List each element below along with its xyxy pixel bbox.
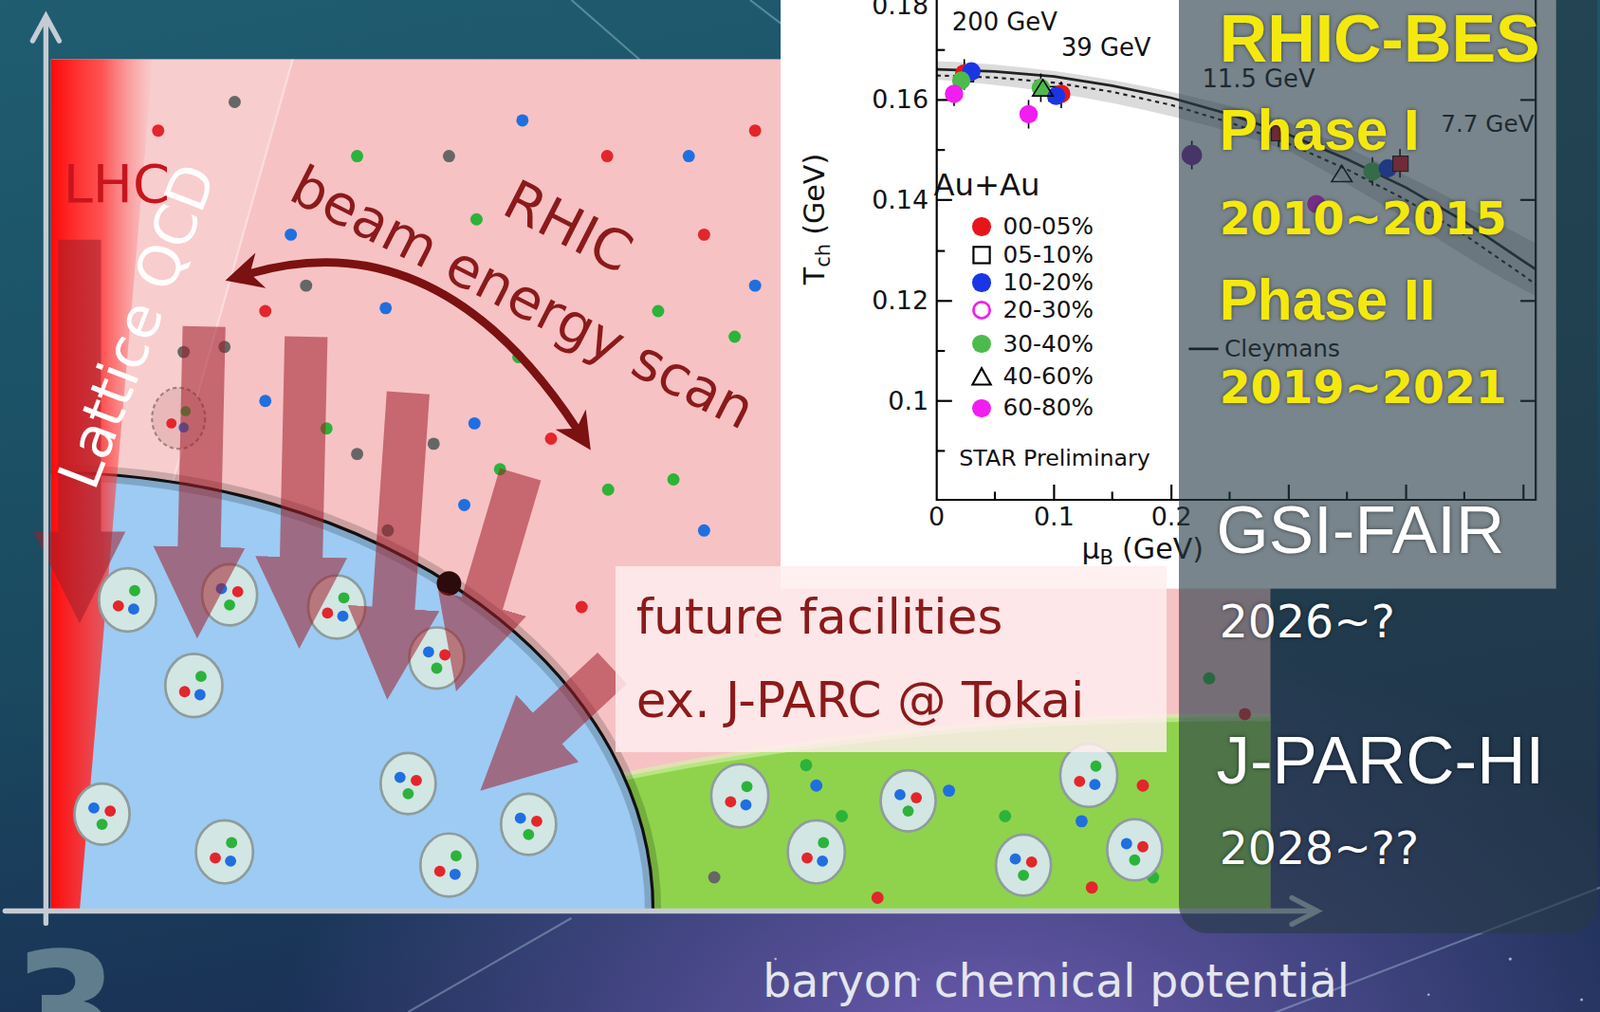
label: STAR Preliminary	[958, 446, 1150, 473]
callout-text: ex. J-PARC @ Tokai	[636, 659, 1086, 743]
legend-text: 05-10%	[1003, 241, 1094, 269]
panel-text: 2019~2021	[1219, 362, 1508, 414]
callout-text: future facilities	[636, 575, 1004, 660]
panel-text: Phase II	[1219, 268, 1436, 334]
panel-text: RHIC-BES	[1219, 0, 1541, 77]
label: 0	[928, 502, 945, 533]
label: 0.1	[887, 386, 929, 416]
axis-title: Tch (GeV)	[797, 153, 836, 285]
axis-title-part: T	[797, 267, 831, 285]
legend-text: 10-20%	[1003, 269, 1094, 296]
label: 0.16	[871, 85, 929, 115]
label: 39 GeV	[1061, 34, 1152, 63]
label: 0.1	[1033, 502, 1075, 533]
panel-text: GSI-FAIR	[1215, 492, 1505, 571]
legend-text: 40-60%	[1003, 363, 1094, 390]
label: Au+Au	[933, 167, 1040, 203]
panel-text: 2026~?	[1219, 596, 1396, 648]
legend-text: 00-05%	[1003, 213, 1094, 240]
label: 0.18	[871, 0, 929, 21]
axis-title-part: μ	[1081, 532, 1100, 566]
label: 0.12	[871, 286, 929, 316]
critical-point	[436, 570, 461, 596]
axis-subscript: ch	[810, 243, 835, 268]
label: 3	[12, 921, 119, 1012]
callout-box: future facilitiesex. J-PARC @ Tokai	[615, 566, 1167, 753]
legend-text: 60-80%	[1003, 394, 1094, 422]
panel-text: 2010~2015	[1219, 193, 1508, 245]
legend-text: 30-40%	[1003, 330, 1094, 357]
legend-swatch	[972, 334, 991, 353]
label: 200 GeV	[952, 8, 1058, 37]
panel-text: J-PARC-HI	[1215, 721, 1545, 800]
legend-text: 20-30%	[1003, 296, 1094, 324]
label: 0.14	[871, 184, 929, 215]
legend-swatch	[972, 273, 991, 292]
timeline-panel: RHIC-BES Phase I 2010~2015Phase II 2019~202…	[1178, 0, 1598, 934]
panel-text: Phase I	[1219, 97, 1420, 164]
panel-text: 2028~??	[1219, 823, 1419, 875]
axis-title-part: (GeV)	[797, 153, 831, 236]
legend-swatch	[972, 399, 991, 418]
legend-swatch	[972, 217, 991, 236]
label: baryon chemical potential	[762, 956, 1350, 1008]
